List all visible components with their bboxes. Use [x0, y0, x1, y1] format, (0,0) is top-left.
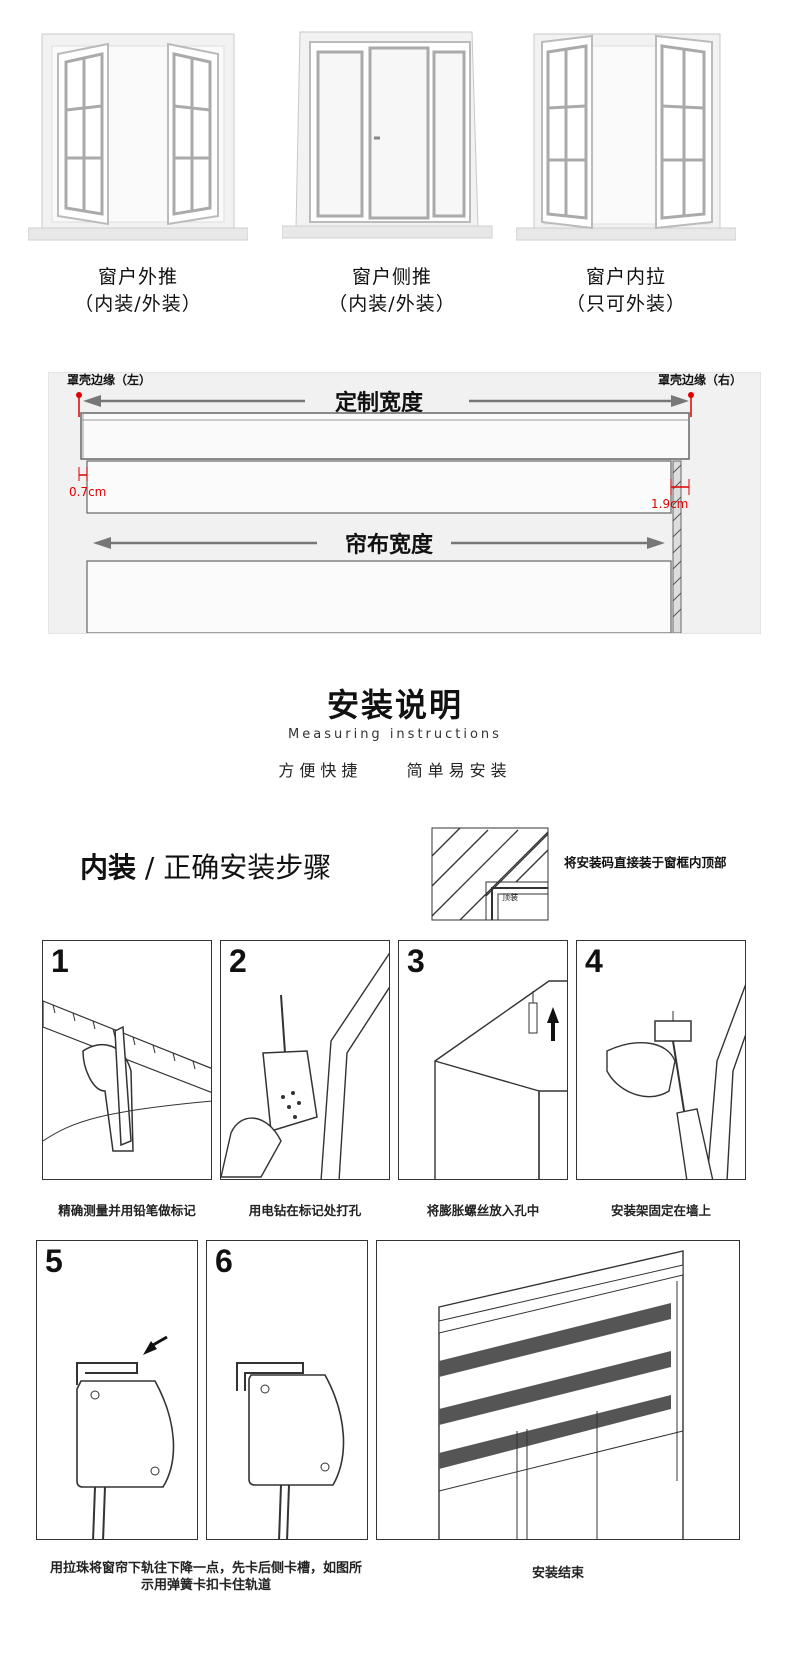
tagline-a: 方便快捷: [278, 761, 363, 780]
step-4-panel: 4: [576, 940, 746, 1180]
window-caption-inward: 窗户内拉 （只可外装）: [516, 264, 736, 318]
step-6-number: 6: [215, 1243, 233, 1279]
anchor-screw-icon: [434, 980, 567, 1179]
clipped-rail-icon: [236, 1362, 345, 1539]
side-window-illustration: [281, 31, 493, 239]
step-finished-caption: 安装结束: [531, 1566, 584, 1581]
top-label: 顶装: [502, 893, 518, 902]
step-1-panel: 1: [42, 940, 212, 1180]
section-title: 安装说明: [326, 686, 463, 724]
right-gap-label: 1.9cm: [651, 497, 689, 511]
step-finished-panel: [376, 1240, 740, 1540]
right-edge-label: 罩壳边缘（右）: [657, 373, 742, 387]
window-caption-line2: （内装/外装）: [74, 293, 202, 315]
step-5-number: 5: [45, 1243, 63, 1279]
left-gap-label: 0.7cm: [69, 485, 107, 499]
window-caption-side: 窗户侧推 （内装/外装）: [282, 264, 502, 318]
step-4-number: 4: [585, 943, 603, 979]
top-mount-illustration: [431, 827, 549, 921]
finished-blind-illustration: [438, 1250, 684, 1539]
section-tagline: 方便快捷 简单易安装: [0, 757, 790, 781]
window-type-inward: [515, 28, 737, 248]
window-caption-outward: 窗户外推 （内装/外装）: [28, 264, 248, 318]
window-caption-line1: 窗户内拉: [585, 266, 666, 288]
step-3-number: 3: [407, 943, 425, 979]
window-caption-line1: 窗户外推: [97, 266, 178, 288]
step-3-panel: 3: [398, 940, 568, 1180]
step-5-panel: 5: [36, 1240, 198, 1540]
measure-diagram-drawing: [76, 392, 694, 633]
inner-install-heading: 内装 / 正确安装步骤: [80, 846, 331, 886]
step-2-panel: 2: [220, 940, 390, 1180]
curtain-width-label: 帘布宽度: [345, 533, 434, 558]
ruler-pencil-icon: [43, 1000, 211, 1152]
measure-diagram: 罩壳边缘（左） 罩壳边缘（右） 定制宽度 帘布宽度 0.7cm 1.9cm: [48, 372, 761, 634]
tagline-b: 简单易安装: [406, 761, 512, 780]
left-edge-label: 罩壳边缘（左）: [67, 373, 152, 387]
window-caption-line1: 窗户侧推: [351, 266, 432, 288]
inward-window-illustration: [515, 33, 737, 241]
step-1-caption: 精确测量并用铅笔做标记: [58, 1203, 196, 1218]
step-3-caption: 将膨胀螺丝放入孔中: [426, 1203, 540, 1218]
clip-rail-icon: [76, 1335, 175, 1539]
step-6-panel: 6: [206, 1240, 368, 1540]
step-5-caption: 用拉珠将窗帘下轨往下降一点，先卡后侧卡槽，如图所示用弹簧卡扣卡住轨道: [49, 1561, 362, 1593]
step-2-number: 2: [229, 943, 247, 979]
window-caption-line2: （只可外装）: [565, 293, 686, 315]
window-type-outward: [27, 28, 249, 248]
drill-icon: [221, 952, 389, 1179]
window-type-side: [281, 28, 502, 248]
step-2-caption: 用电钻在标记处打孔: [248, 1203, 362, 1218]
bracket-screwdriver-icon: [606, 984, 745, 1179]
section-subtitle: Measuring instructions: [288, 727, 502, 742]
top-mount-diagram: 顶装: [430, 826, 550, 922]
step-1-number: 1: [51, 943, 69, 979]
window-caption-line2: （内装/外装）: [328, 293, 456, 315]
outward-window-illustration: [27, 33, 249, 241]
heading-rest: / 正确安装步骤: [136, 851, 332, 884]
custom-width-label: 定制宽度: [335, 391, 424, 416]
inner-install-note: 将安装码直接装于窗框内顶部: [564, 855, 727, 870]
heading-bold: 内装: [80, 851, 137, 884]
step-4-caption: 安装架固定在墙上: [610, 1203, 711, 1218]
